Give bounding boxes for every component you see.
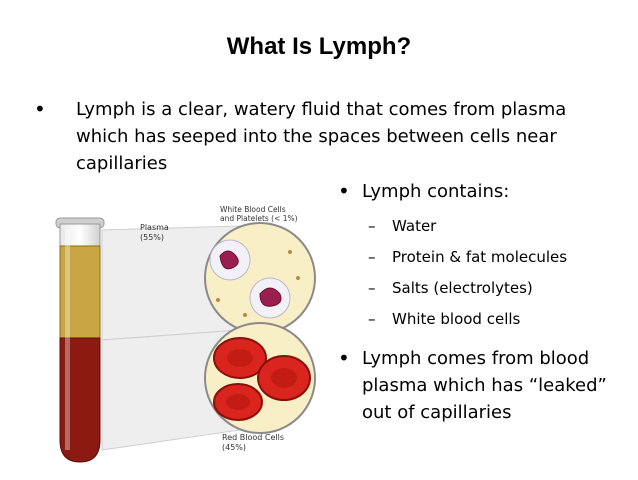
dash-icon: – <box>368 310 376 328</box>
wbc-label: White Blood Cells <box>220 205 286 214</box>
list-item-text: Salts (electrolytes) <box>392 279 533 297</box>
wbc-nucleus <box>219 250 239 270</box>
dash-icon: – <box>368 279 376 297</box>
bullet-icon: • <box>34 97 46 121</box>
white-blood-cell-circle <box>204 222 316 334</box>
list-item: –Salts (electrolytes) <box>368 273 628 304</box>
rbc-label: Red Blood Cells <box>222 433 284 442</box>
bullet-lymph-contains: • Lymph contains: <box>338 178 628 205</box>
bullet-icon: • <box>338 179 350 203</box>
list-item-text: Water <box>392 217 437 235</box>
list-item: –White blood cells <box>368 304 628 335</box>
list-item-text: White blood cells <box>392 310 521 328</box>
dash-icon: – <box>368 248 376 266</box>
wbc-percent-label: and Platelets (< 1%) <box>220 214 298 223</box>
list-item: –Water <box>368 211 628 242</box>
main-bullet: • Lymph is a clear, watery fluid that co… <box>34 96 604 177</box>
bullet-lymph-origin: • Lymph comes from blood plasma which ha… <box>338 345 628 426</box>
blood-composition-figure: Plasma (55%) White Blood Cells and Plate… <box>55 205 316 463</box>
red-blood-cell-circle <box>204 322 316 434</box>
main-bullet-text: Lymph is a clear, watery fluid that come… <box>76 99 567 174</box>
wbc-nucleus <box>259 287 282 307</box>
plasma-label: Plasma <box>140 223 169 232</box>
rbc-percent-label: (45%) <box>222 443 246 452</box>
bullet-text: Lymph contains: <box>362 181 510 202</box>
red-cell-layer <box>59 337 101 463</box>
right-column: • Lymph contains: –Water –Protein & fat … <box>338 178 628 426</box>
bullet-text: Lymph comes from blood plasma which has … <box>362 348 607 423</box>
list-item-text: Protein & fat molecules <box>392 248 568 266</box>
test-tube <box>55 217 105 463</box>
list-item: –Protein & fat molecules <box>368 242 628 273</box>
bullet-icon: • <box>338 346 350 370</box>
slide-title: What Is Lymph? <box>226 33 412 60</box>
lymph-contents-list: –Water –Protein & fat molecules –Salts (… <box>368 211 628 335</box>
plasma-percent-label: (55%) <box>140 233 164 242</box>
dash-icon: – <box>368 217 376 235</box>
